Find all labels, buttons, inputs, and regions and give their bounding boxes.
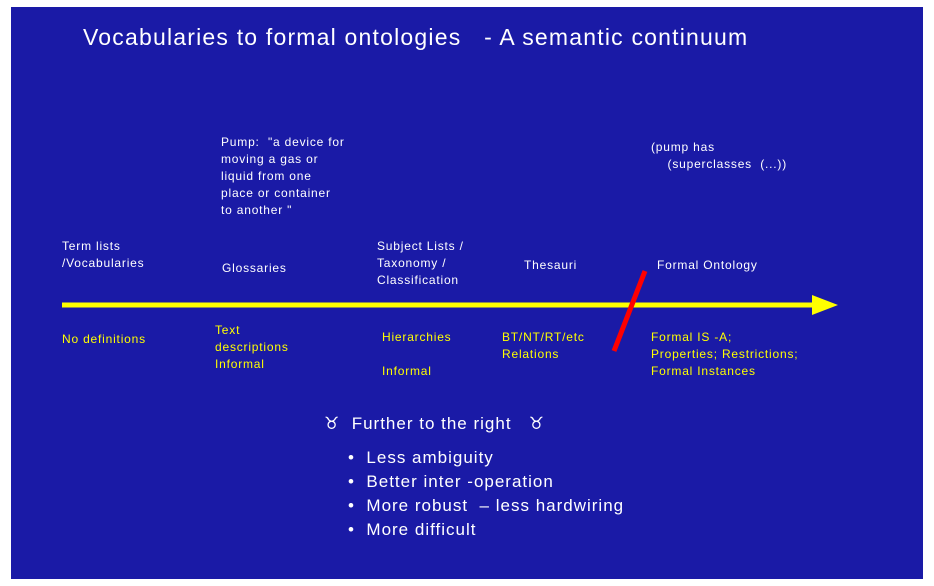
pump-definition: Pump: "a device for moving a gas or liqu…: [221, 135, 345, 217]
pump-formal-expression: (pump has (superclasses (...)): [651, 140, 788, 171]
stage-label-term-lists: Term lists /Vocabularies: [62, 239, 145, 270]
stage-label-glossaries: Glossaries: [222, 261, 287, 275]
stage-note-glossaries: Text descriptions Informal: [215, 323, 289, 371]
list-item: • More robust – less hardwiring: [348, 496, 625, 515]
slide-background: [11, 7, 923, 579]
list-item: • More difficult: [348, 520, 477, 539]
continuum-arrowhead: [812, 295, 838, 315]
taurus-icon: ♉: [324, 414, 341, 433]
formal-boundary-divider: [611, 270, 648, 352]
list-item: • Better inter -operation: [348, 472, 554, 491]
taurus-icon: ♉: [528, 414, 545, 433]
stage-note-formal-ontology: Formal IS -A; Properties; Restrictions; …: [651, 330, 799, 378]
slide-title: Vocabularies to formal ontologies - A se…: [83, 24, 749, 50]
stage-note-thesauri: BT/NT/RT/etc Relations: [502, 330, 585, 361]
stage-label-taxonomy: Subject Lists / Taxonomy / Classificatio…: [377, 239, 464, 287]
stage-label-formal-ontology: Formal Ontology: [657, 258, 758, 272]
further-right-heading: Further to the right: [351, 414, 512, 433]
stage-label-thesauri: Thesauri: [524, 258, 578, 272]
stage-note-term-lists: No definitions: [62, 332, 146, 346]
list-item: • Less ambiguity: [348, 448, 494, 467]
bullet-list: • Less ambiguity • Better inter -operatio…: [348, 446, 624, 542]
stage-note-taxonomy: Hierarchies Informal: [382, 330, 452, 378]
further-right-heading-row: ♉ Further to the right ♉: [324, 412, 545, 436]
